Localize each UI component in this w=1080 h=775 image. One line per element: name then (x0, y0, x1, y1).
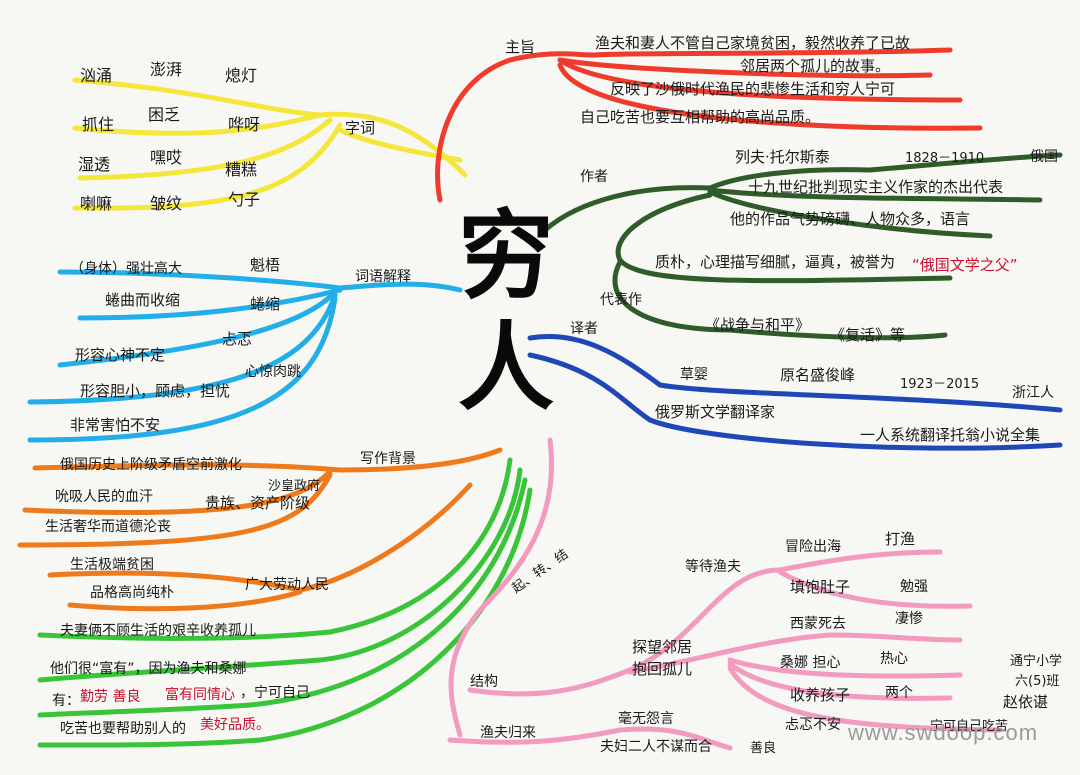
term: 蜷缩 (250, 295, 281, 313)
theme-line: 有： (52, 693, 80, 709)
author-years: 1828－1910 (905, 151, 985, 166)
structure-head: 抱回孤儿 (632, 660, 693, 678)
structure-item: 宁可自己吃苦 (930, 719, 1009, 734)
word: 嘿哎 (150, 148, 183, 167)
theme-keyword: 勤劳 善良 (80, 689, 141, 705)
darkgreen-branch-lines (542, 152, 1063, 341)
note-name: 赵依谌 (1003, 693, 1049, 711)
yellow-branch-lines (72, 77, 468, 211)
structure-item: 勉强 (900, 579, 928, 595)
structure-item: 夫妇二人不谋而合 (600, 739, 712, 755)
term-def: 非常害怕不安 (70, 416, 161, 434)
red-branch-lines (435, 47, 983, 203)
branch-label-zici: 字词 (345, 119, 376, 137)
structure-head: 等待渔夫 (685, 559, 741, 575)
branch-label-yizhe: 译者 (570, 321, 598, 337)
word: 糟糕 (225, 160, 258, 179)
word: 勺子 (228, 190, 261, 209)
structure-item: 毫无怨言 (618, 711, 674, 727)
branch-label-jiegou: 结构 (470, 674, 498, 690)
term: 魁梧 (250, 256, 281, 274)
word: 澎湃 (150, 60, 183, 79)
structure-item: 收养孩子 (790, 686, 851, 704)
author-title: “俄国文学之父” (912, 256, 1018, 274)
summary-line: 渔夫和妻人不管自己家境贫困，毅然收养了已故 (595, 34, 911, 52)
theme-line: 夫妻俩不顾生活的艰辛收养孤儿 (60, 623, 256, 639)
translator-name: 草婴 (680, 367, 708, 383)
orange-branch-lines (17, 447, 503, 612)
note-class: 六(5)班 (1015, 674, 1060, 689)
summary-line: 邻居两个孤儿的故事。 (740, 57, 891, 75)
word: 皱纹 (150, 194, 183, 213)
translator-orig: 原名盛俊峰 (780, 366, 856, 384)
term-def: 形容胆小，顾虑，担忧 (80, 382, 231, 400)
word: 汹涌 (80, 66, 113, 85)
word: 困乏 (148, 105, 181, 124)
term: 心惊肉跳 (245, 364, 301, 380)
translator-desc: 俄罗斯文学翻译家 (655, 403, 776, 421)
center-title-char2: 人 (458, 311, 554, 424)
translator-desc: 一人系统翻译托翁小说全集 (860, 426, 1041, 444)
structure-item: 热心 (880, 651, 908, 667)
background-line: 贵族、资产阶级 (205, 494, 311, 512)
branch-label-ciyu: 词语解释 (355, 269, 411, 285)
structure-item: 冒险出海 (785, 539, 841, 555)
work-title: 《复活》等 (830, 326, 906, 344)
author-desc: 他的作品气势磅礴、人物众多，语言 (730, 210, 971, 228)
word: 湿透 (78, 155, 111, 174)
background-line: 生活奢华而道德沦丧 (45, 519, 171, 535)
note-school: 通宁小学 (1010, 654, 1063, 669)
works-label: 代表作 (600, 292, 642, 308)
branch-label-zuozhe: 作者 (580, 169, 608, 185)
background-line: 生活极端贫困 (70, 557, 154, 573)
term-def: 蜷曲而收缩 (105, 291, 181, 309)
word: 哗呀 (228, 115, 261, 134)
structure-head: 探望邻居 (632, 638, 693, 656)
summary-line: 反映了沙俄时代渔民的悲惨生活和穷人宁可 (610, 80, 896, 98)
author-name: 列夫·托尔斯泰 (735, 148, 830, 166)
structure-head: 渔夫归来 (480, 725, 536, 741)
word: 喇嘛 (80, 194, 113, 213)
structure-item: 填饱肚子 (790, 578, 851, 596)
structure-item: 忐忑不安 (785, 717, 841, 733)
translator-years: 1923－2015 (900, 377, 980, 392)
blue-branch-lines (527, 334, 1063, 451)
watermark: www.swdoop.com (848, 720, 1039, 745)
theme-line: 吃苦也要帮助别人的 (60, 721, 186, 737)
structure-item: 凄惨 (895, 611, 923, 627)
background-line: 广大劳动人民 (245, 577, 329, 593)
green-branch-lines (37, 457, 533, 748)
author-desc: 十九世纪批判现实主义作家的杰出代表 (748, 178, 1004, 196)
structure-item: 打渔 (885, 530, 916, 548)
branch-label-zhiyi: 主旨 (505, 38, 536, 56)
work-title: 《战争与和平》 (705, 316, 811, 334)
theme-keyword: 富有同情心 (165, 687, 235, 703)
term: 忐忑 (222, 330, 253, 348)
structure-item: 两个 (885, 685, 913, 701)
author-country: 俄国 (1030, 149, 1058, 165)
theme-line: ，宁可自己 (240, 685, 310, 701)
translator-place: 浙江人 (1012, 385, 1054, 401)
structure-item: 桑娜 担心 (780, 655, 841, 671)
author-desc: 质朴，心理描写细腻，逼真，被誉为 (655, 253, 896, 271)
branch-label-xiezuo: 写作背景 (360, 451, 416, 467)
cyan-branch-lines (27, 269, 463, 443)
word: 抓住 (82, 115, 115, 134)
term-def: （身体）强壮高大 (70, 261, 182, 277)
center-title-char1: 穷 (458, 199, 554, 312)
theme-line: 他们很“富有”，因为渔夫和桑娜 (50, 661, 247, 677)
summary-line: 自己吃苦也要互相帮助的高尚品质。 (580, 108, 821, 126)
background-line: 吮吸人民的血汗 (55, 489, 153, 505)
structure-item: 西蒙死去 (790, 616, 846, 632)
background-line: 沙皇政府 (268, 479, 321, 494)
background-line: 品格高尚纯朴 (90, 585, 174, 601)
word: 熄灯 (225, 66, 258, 85)
background-line: 俄国历史上阶级矛盾空前激化 (60, 457, 242, 473)
term-def: 形容心神不定 (75, 346, 166, 364)
pink-branch-lines (447, 437, 1003, 751)
structure-item: 善良 (750, 741, 777, 756)
theme-keyword: 美好品质。 (200, 717, 270, 733)
